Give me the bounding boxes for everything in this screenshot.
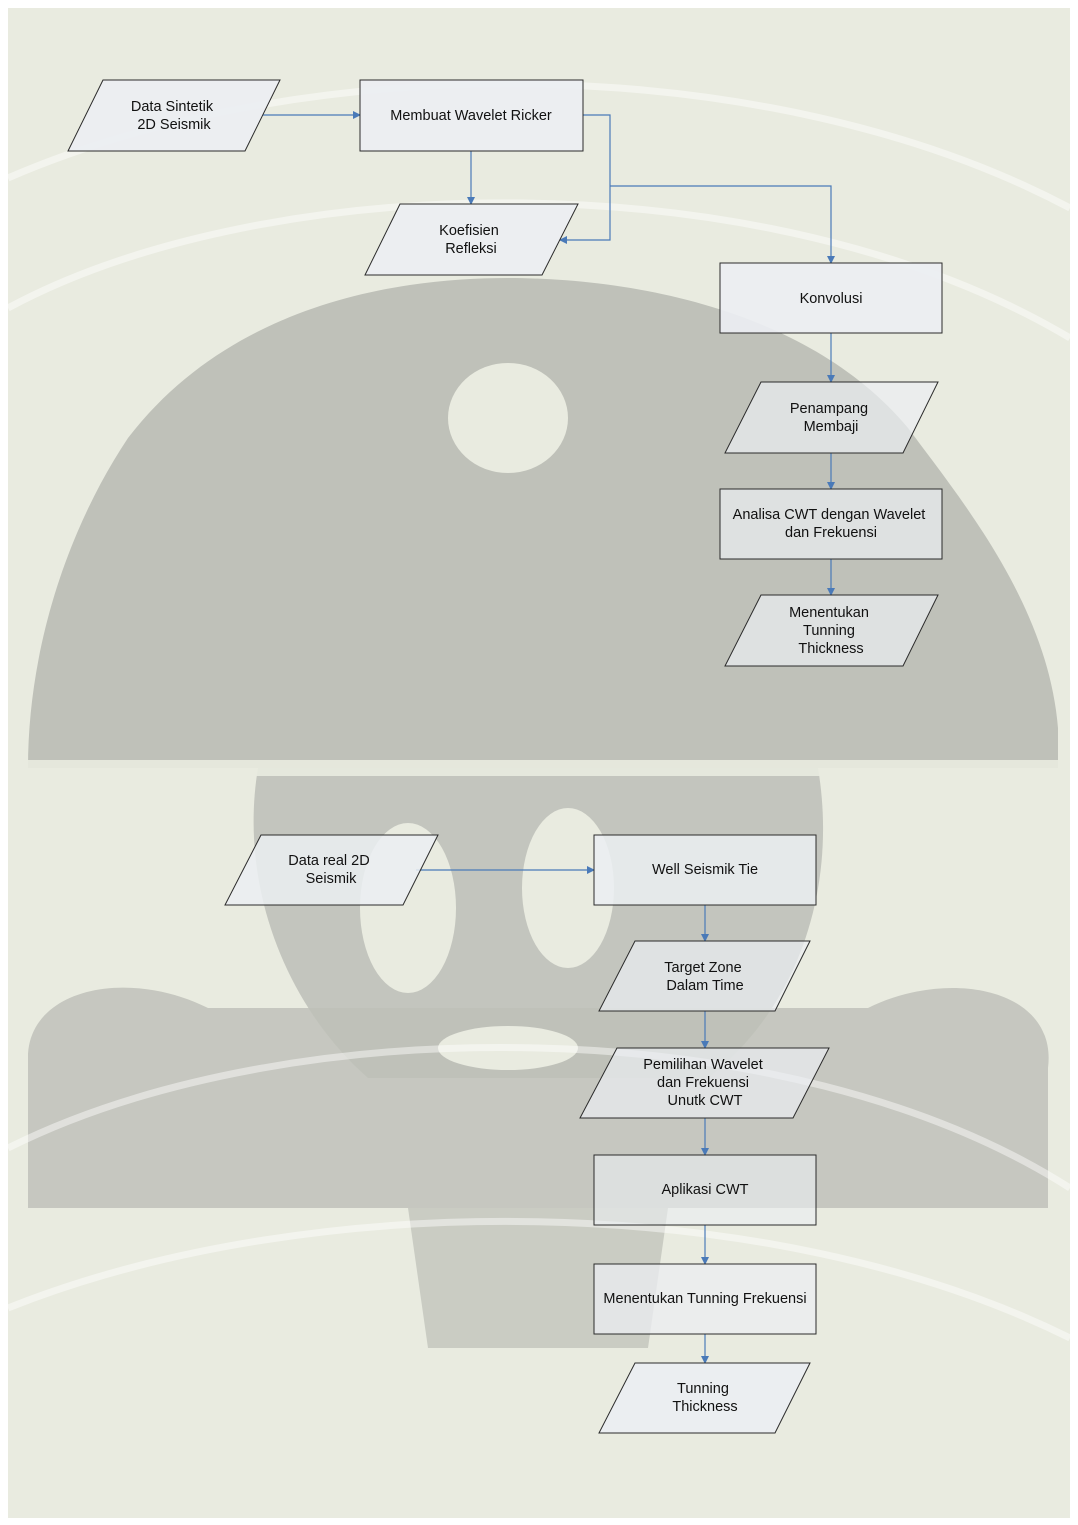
node-konvolusi-line-1: Konvolusi <box>800 291 863 307</box>
node-target-zone-line-2: Dalam Time <box>666 978 743 994</box>
svg-text:Penampang Membaji: Penampang Membaji <box>790 401 872 435</box>
node-data-real-line-2: Seismik <box>306 871 358 887</box>
node-membuat-wavelet: Membuat Wavelet Ricker <box>359 79 584 152</box>
node-data-sintetik: Data Sintetik 2D Seismik <box>67 79 281 152</box>
node-menentukan-thickness-line-3: Thickness <box>798 641 863 657</box>
node-analisa-cwt: Analisa CWT dengan Wavelet dan Frekuensi <box>719 488 943 560</box>
node-menentukan-thickness-line-2: Tunning <box>803 623 855 639</box>
svg-text:Pemilihan Wavelet dan: Pemilihan Wavelet dan Frekuensi Unutk CW… <box>643 1057 767 1109</box>
svg-text:Koefisien Refleksi: Koefisien Refleksi <box>439 223 503 257</box>
node-pemilihan-line-1: Pemilihan Wavelet <box>643 1057 763 1073</box>
node-target-zone-line-1: Target Zone <box>664 960 741 976</box>
node-koefisien-line-2: Refleksi <box>445 241 497 257</box>
svg-text:Menentukan Tunning Frekuensi: Menentukan Tunning Frekuensi <box>603 1291 806 1307</box>
node-analisa-cwt-line-1: Analisa CWT dengan Wavelet <box>733 507 926 523</box>
svg-text:Aplikasi CWT: Aplikasi CWT <box>661 1182 748 1198</box>
node-menentukan-frekuensi-line-1: Menentukan Tunning Frekuensi <box>603 1291 806 1307</box>
node-analisa-cwt-line-2: dan Frekuensi <box>785 525 877 541</box>
svg-text:Tunning Thickness: Tunning Thickness <box>672 1381 737 1415</box>
svg-text:Data real 2D Seismik: Data real 2D Seismik <box>288 853 373 887</box>
node-koefisien: Koefisien Refleksi <box>364 203 579 276</box>
arrow-wavelet-to-konvolusi <box>610 185 835 264</box>
node-aplikasi-cwt-line-1: Aplikasi CWT <box>661 1182 748 1198</box>
node-pemilihan-line-3: Unutk CWT <box>668 1093 743 1109</box>
node-penampang: Penampang Membaji <box>724 381 939 454</box>
svg-text:Well Seismik Tie: Well Seismik Tie <box>652 862 758 878</box>
node-konvolusi: Konvolusi <box>719 262 943 334</box>
flowchart: Data Sintetik 2D Seismik Membuat Wavelet… <box>67 79 943 1434</box>
node-menentukan-thickness: Menentukan Tunning Thickness <box>724 594 939 667</box>
node-well-tie-line-1: Well Seismik Tie <box>652 862 758 878</box>
node-penampang-line-2: Membaji <box>804 419 859 435</box>
svg-text:Menentukan Tunning: Menentukan Tunning Thickness <box>789 605 873 657</box>
node-tunning-thickness: Tunning Thickness <box>598 1362 811 1434</box>
node-well-tie: Well Seismik Tie <box>593 834 817 906</box>
node-pemilihan-line-2: dan Frekuensi <box>657 1075 749 1091</box>
node-pemilihan: Pemilihan Wavelet dan Frekuensi Unutk CW… <box>579 1047 830 1119</box>
node-tunning-thickness-line-2: Thickness <box>672 1399 737 1415</box>
svg-text:Konvolusi: Konvolusi <box>800 291 863 307</box>
svg-text:Membuat Wavelet Ricker: Membuat Wavelet Ricker <box>390 108 552 124</box>
svg-text:Analisa CWT dengan Wavelet: Analisa CWT dengan Wavelet dan Frekuensi <box>733 507 930 541</box>
node-target-zone: Target Zone Dalam Time <box>598 940 811 1012</box>
node-data-real: Data real 2D Seismik <box>224 834 439 906</box>
node-penampang-line-1: Penampang <box>790 401 868 417</box>
page: Data Sintetik 2D Seismik Membuat Wavelet… <box>8 8 1070 1518</box>
node-menentukan-thickness-line-1: Menentukan <box>789 605 869 621</box>
node-tunning-thickness-line-1: Tunning <box>677 1381 729 1397</box>
node-koefisien-line-1: Koefisien <box>439 223 499 239</box>
node-aplikasi-cwt: Aplikasi CWT <box>593 1154 817 1226</box>
node-menentukan-frekuensi: Menentukan Tunning Frekuensi <box>593 1263 817 1335</box>
node-data-sintetik-line-1: Data Sintetik <box>131 99 214 115</box>
node-membuat-wavelet-line-1: Membuat Wavelet Ricker <box>390 108 552 124</box>
arrow-wavelet-to-koefisien-side <box>559 114 611 244</box>
svg-text:Target Zone Dalam Time: Target Zone Dalam Time <box>664 960 745 994</box>
node-data-sintetik-line-2: 2D Seismik <box>137 117 211 133</box>
node-data-real-line-1: Data real 2D <box>288 853 369 869</box>
svg-text:Data Sintetik 2D Seism: Data Sintetik 2D Seismik <box>131 99 217 133</box>
